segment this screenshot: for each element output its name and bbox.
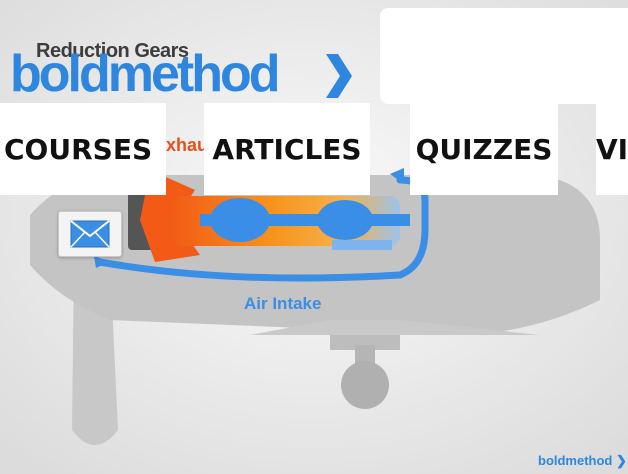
nav-videos-label: VI [596,132,628,166]
nav-courses[interactable]: COURSES [0,103,166,195]
email-share-button[interactable] [58,211,122,257]
main-nav: COURSES ARTICLES QUIZZES VI [0,103,628,195]
brand-wordmark: boldmethod [10,45,281,103]
nav-quizzes[interactable]: QUIZZES [410,103,558,195]
video-title: Reduction Gears [36,40,189,62]
watermark-chevron-icon: ❯ [612,453,627,468]
nav-courses-label: COURSES [4,132,153,166]
watermark-text: boldmethod [538,453,613,468]
nav-quizzes-label: QUIZZES [415,132,553,166]
compressor [200,198,410,250]
chevron-right-icon [326,54,352,98]
mail-icon [70,220,110,248]
header-panel [380,8,628,104]
air-intake-label: Air Intake [244,294,322,313]
nav-videos[interactable]: VI [596,103,628,195]
nav-articles[interactable]: ARTICLES [204,103,370,195]
watermark: boldmethod ❯ [538,453,627,469]
nav-articles-label: ARTICLES [212,132,362,166]
airflow-arrowheads [94,168,404,268]
exhaust-label: xhau [166,135,204,155]
